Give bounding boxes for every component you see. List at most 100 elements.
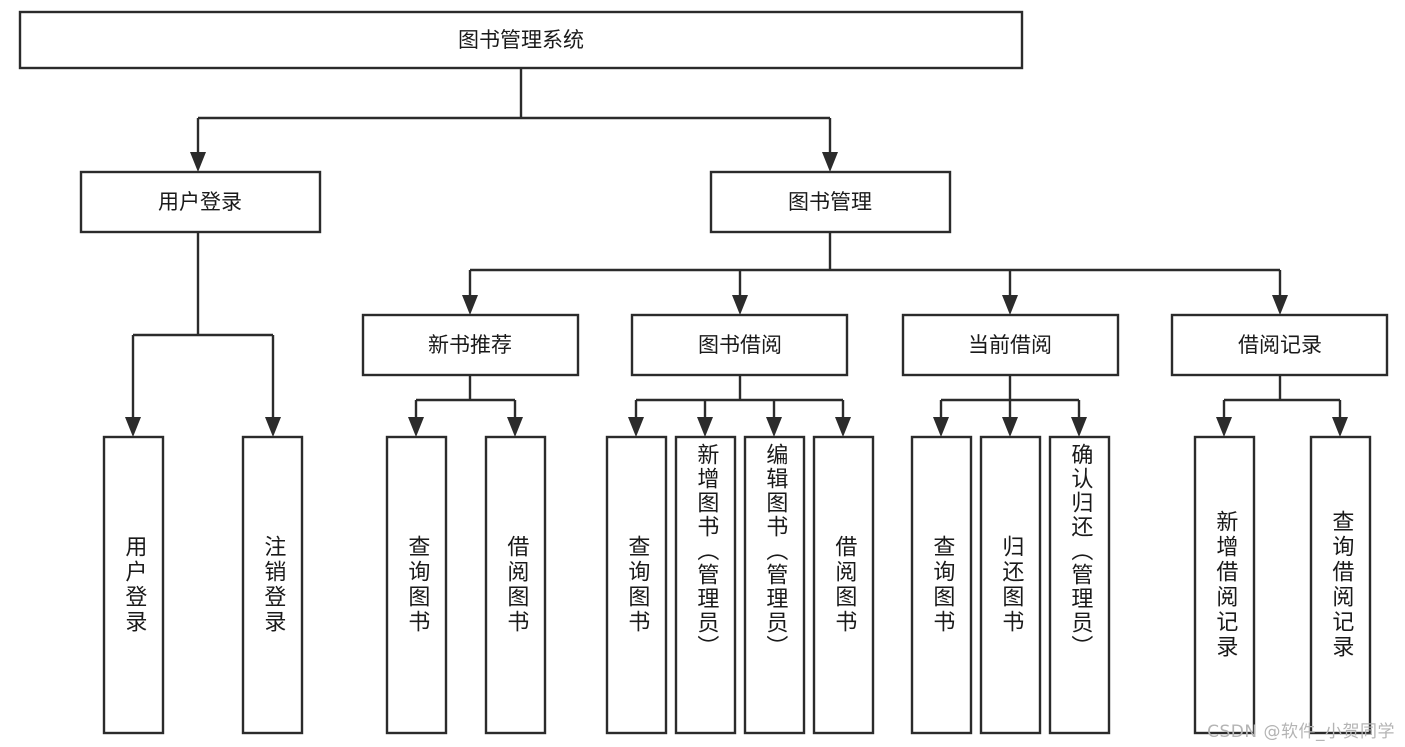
leaf-new-book-0-textwrap: 查询图书 — [404, 535, 430, 635]
leaf-node-new-book-1[interactable]: 借阅图书 — [484, 435, 547, 735]
leaf-node-book-borrow-2-box — [743, 435, 806, 735]
edges-book-mgmt-to-level3 — [462, 232, 1288, 315]
arrow-current-borrow-to-leaf0 — [933, 417, 949, 437]
arrow-book-borrow-to-leaf0 — [628, 417, 644, 437]
leaf-node-user-login-0-label: 用户登录 — [121, 535, 147, 635]
leaf-node-borrow-record-0[interactable]: 新增借阅记录 — [1193, 435, 1256, 735]
node-root-label: 图书管理系统 — [458, 28, 584, 52]
edges-root-to-level2 — [190, 68, 838, 172]
edges-current-borrow-to-leaves — [933, 375, 1087, 437]
leaf-node-borrow-record-1-box — [1309, 435, 1372, 735]
leaf-node-book-borrow-0-label: 查询图书 — [624, 535, 650, 635]
leaf-node-new-book-0-box — [385, 435, 448, 735]
leaf-node-user-login-1-box — [241, 435, 304, 735]
arrow-new-book-to-leaf1 — [507, 417, 523, 437]
node-borrow-record-label: 借阅记录 — [1238, 333, 1322, 357]
leaf-borrow-record-1-textwrap: 查询借阅记录 — [1328, 510, 1354, 660]
node-new-book-recommend-label: 新书推荐 — [428, 333, 512, 357]
leaf-node-current-borrow-0-label: 查询图书 — [929, 535, 955, 635]
leaf-node-new-book-1-label: 借阅图书 — [503, 535, 529, 635]
arrow-book-mgmt-to-l3-3 — [1272, 295, 1288, 315]
leaf-current-borrow-2-textwrap: 确认归还（管理员） — [1067, 443, 1093, 659]
leaf-book-borrow-0-textwrap: 查询图书 — [624, 535, 650, 635]
arrow-user-login-to-leaf0 — [125, 417, 141, 437]
leaf-node-current-borrow-2-label: 确认归还（管理员） — [1067, 443, 1093, 659]
leaf-book-borrow-1-textwrap: 新增图书（管理员） — [693, 443, 719, 659]
node-borrow-record[interactable]: 借阅记录 — [1170, 313, 1389, 377]
leaf-node-book-borrow-1[interactable]: 新增图书（管理员） — [674, 435, 737, 735]
leaf-node-current-borrow-0-box — [910, 435, 973, 735]
arrow-book-borrow-to-leaf2 — [766, 417, 782, 437]
leaf-node-borrow-record-1[interactable]: 查询借阅记录 — [1309, 435, 1372, 735]
edges-borrow-record-to-leaves — [1216, 375, 1348, 437]
leaf-node-user-login-1[interactable]: 注销登录 — [241, 435, 304, 735]
leaf-node-borrow-record-0-box — [1193, 435, 1256, 735]
leaf-node-book-borrow-0[interactable]: 查询图书 — [605, 435, 668, 735]
node-book-management-box — [709, 170, 952, 234]
node-book-borrow-box — [630, 313, 849, 377]
leaf-borrow-record-0-textwrap: 新增借阅记录 — [1212, 510, 1238, 660]
arrow-root-to-user-login — [190, 152, 206, 172]
csdn-watermark: CSDN @软件_小贺同学 — [1207, 722, 1395, 742]
leaf-node-current-borrow-2-box — [1048, 435, 1111, 735]
node-new-book-recommend[interactable]: 新书推荐 — [361, 313, 580, 377]
node-user-login[interactable]: 用户登录 — [79, 170, 322, 234]
leaf-node-book-borrow-2[interactable]: 编辑图书（管理员） — [743, 435, 806, 735]
leaf-node-book-borrow-1-label: 新增图书（管理员） — [693, 443, 719, 659]
node-book-borrow[interactable]: 图书借阅 — [630, 313, 849, 377]
leaf-user-login-1-textwrap: 注销登录 — [260, 535, 286, 635]
edges-user-login-to-leaves — [125, 232, 281, 437]
edges-new-book-to-leaves — [408, 375, 523, 437]
leaf-node-book-borrow-2-label: 编辑图书（管理员） — [762, 443, 788, 659]
arrow-user-login-to-leaf1 — [265, 417, 281, 437]
arrow-book-mgmt-to-l3-2 — [1002, 295, 1018, 315]
leaf-node-borrow-record-0-label: 新增借阅记录 — [1212, 510, 1238, 660]
leaf-node-user-login-1-label: 注销登录 — [260, 535, 286, 635]
node-current-borrow-label: 当前借阅 — [968, 333, 1052, 357]
leaf-node-user-login-0-box — [102, 435, 165, 735]
node-current-borrow-box — [901, 313, 1120, 377]
leaf-node-book-borrow-3-label: 借阅图书 — [831, 535, 857, 635]
leaf-node-new-book-1-box — [484, 435, 547, 735]
leaf-current-borrow-1-textwrap: 归还图书 — [998, 535, 1024, 635]
node-new-book-recommend-box — [361, 313, 580, 377]
arrow-book-borrow-to-leaf1 — [697, 417, 713, 437]
leaf-node-book-borrow-1-box — [674, 435, 737, 735]
node-user-login-box — [79, 170, 322, 234]
arrow-book-borrow-to-leaf3 — [835, 417, 851, 437]
leaf-node-user-login-0[interactable]: 用户登录 — [102, 435, 165, 735]
node-borrow-record-box — [1170, 313, 1389, 377]
leaf-node-book-borrow-0-box — [605, 435, 668, 735]
arrow-current-borrow-to-leaf1 — [1002, 417, 1018, 437]
leaf-node-current-borrow-1-label: 归还图书 — [998, 535, 1024, 635]
leaf-book-borrow-3-textwrap: 借阅图书 — [831, 535, 857, 635]
arrow-borrow-record-to-leaf1 — [1332, 417, 1348, 437]
arrow-root-to-book-mgmt — [822, 152, 838, 172]
node-root-book-management-system[interactable]: 图书管理系统 — [18, 10, 1024, 70]
node-user-login-label: 用户登录 — [158, 190, 242, 214]
leaf-node-current-borrow-2[interactable]: 确认归还（管理员） — [1048, 435, 1111, 735]
leaf-user-login-0-textwrap: 用户登录 — [121, 535, 147, 635]
leaf-node-new-book-0-label: 查询图书 — [404, 535, 430, 635]
leaf-current-borrow-0-textwrap: 查询图书 — [929, 535, 955, 635]
arrow-borrow-record-to-leaf0 — [1216, 417, 1232, 437]
arrow-current-borrow-to-leaf2 — [1071, 417, 1087, 437]
node-book-borrow-label: 图书借阅 — [698, 333, 782, 357]
node-current-borrow[interactable]: 当前借阅 — [901, 313, 1120, 377]
leaf-node-book-borrow-3-box — [812, 435, 875, 735]
leaf-new-book-1-textwrap: 借阅图书 — [503, 535, 529, 635]
arrow-new-book-to-leaf0 — [408, 417, 424, 437]
node-book-management-label: 图书管理 — [788, 190, 872, 214]
leaf-node-current-borrow-0[interactable]: 查询图书 — [910, 435, 973, 735]
arrow-book-mgmt-to-l3-1 — [732, 295, 748, 315]
leaf-node-current-borrow-1-box — [979, 435, 1042, 735]
leaf-node-borrow-record-1-label: 查询借阅记录 — [1328, 510, 1354, 660]
leaf-node-book-borrow-3[interactable]: 借阅图书 — [812, 435, 875, 735]
leaf-node-current-borrow-1[interactable]: 归还图书 — [979, 435, 1042, 735]
leaf-node-new-book-0[interactable]: 查询图书 — [385, 435, 448, 735]
node-book-management[interactable]: 图书管理 — [709, 170, 952, 234]
edges-book-borrow-to-leaves — [628, 375, 851, 437]
node-root-box — [18, 10, 1024, 70]
